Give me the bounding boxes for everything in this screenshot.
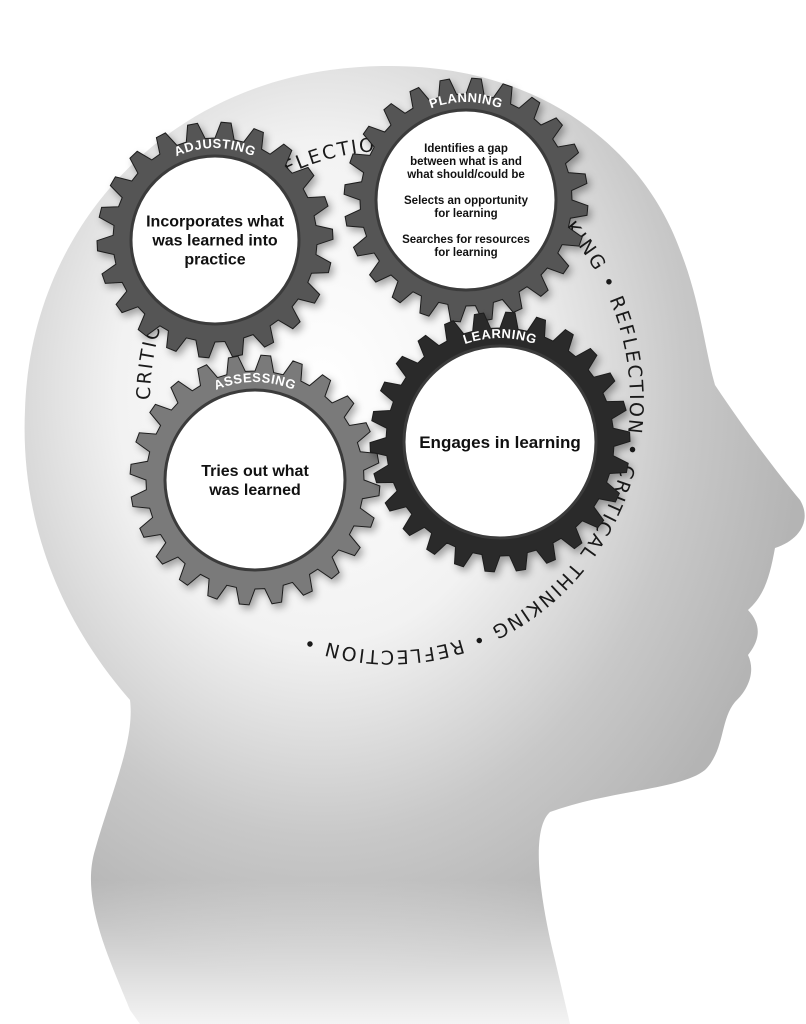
gear-face-adjusting (129, 154, 301, 326)
gear-face-planning (374, 108, 558, 292)
gear-text-adjusting-line: practice (184, 252, 245, 269)
gear-planning (343, 77, 589, 323)
gear-assessing (129, 354, 381, 606)
gear-text-assessing-line: Tries out what (201, 463, 309, 480)
gear-text-planning-line: Selects an opportunity (404, 195, 529, 207)
gear-learning (369, 311, 631, 573)
gear-text-assessing-line: was learned (208, 482, 301, 499)
gear-text-adjusting-line: Incorporates what (146, 214, 284, 231)
gear-face-assessing (163, 388, 347, 572)
gear-text-learning-line: Engages in learning (419, 433, 581, 452)
neck-fade (0, 880, 806, 1024)
gear-text-planning-line: for learning (434, 247, 497, 259)
gear-face-learning (402, 344, 598, 540)
gear-text-planning-line: Searches for resources (402, 234, 530, 246)
gear-adjusting (96, 121, 334, 359)
gear-text-planning-line: what should/could be (406, 169, 525, 181)
gear-text-adjusting-line: was learned into (151, 233, 278, 250)
gear-text-planning-line: between what is and (410, 156, 522, 168)
gear-text-planning-line: for learning (434, 208, 497, 220)
gear-text-planning-line: Identifies a gap (424, 143, 508, 155)
